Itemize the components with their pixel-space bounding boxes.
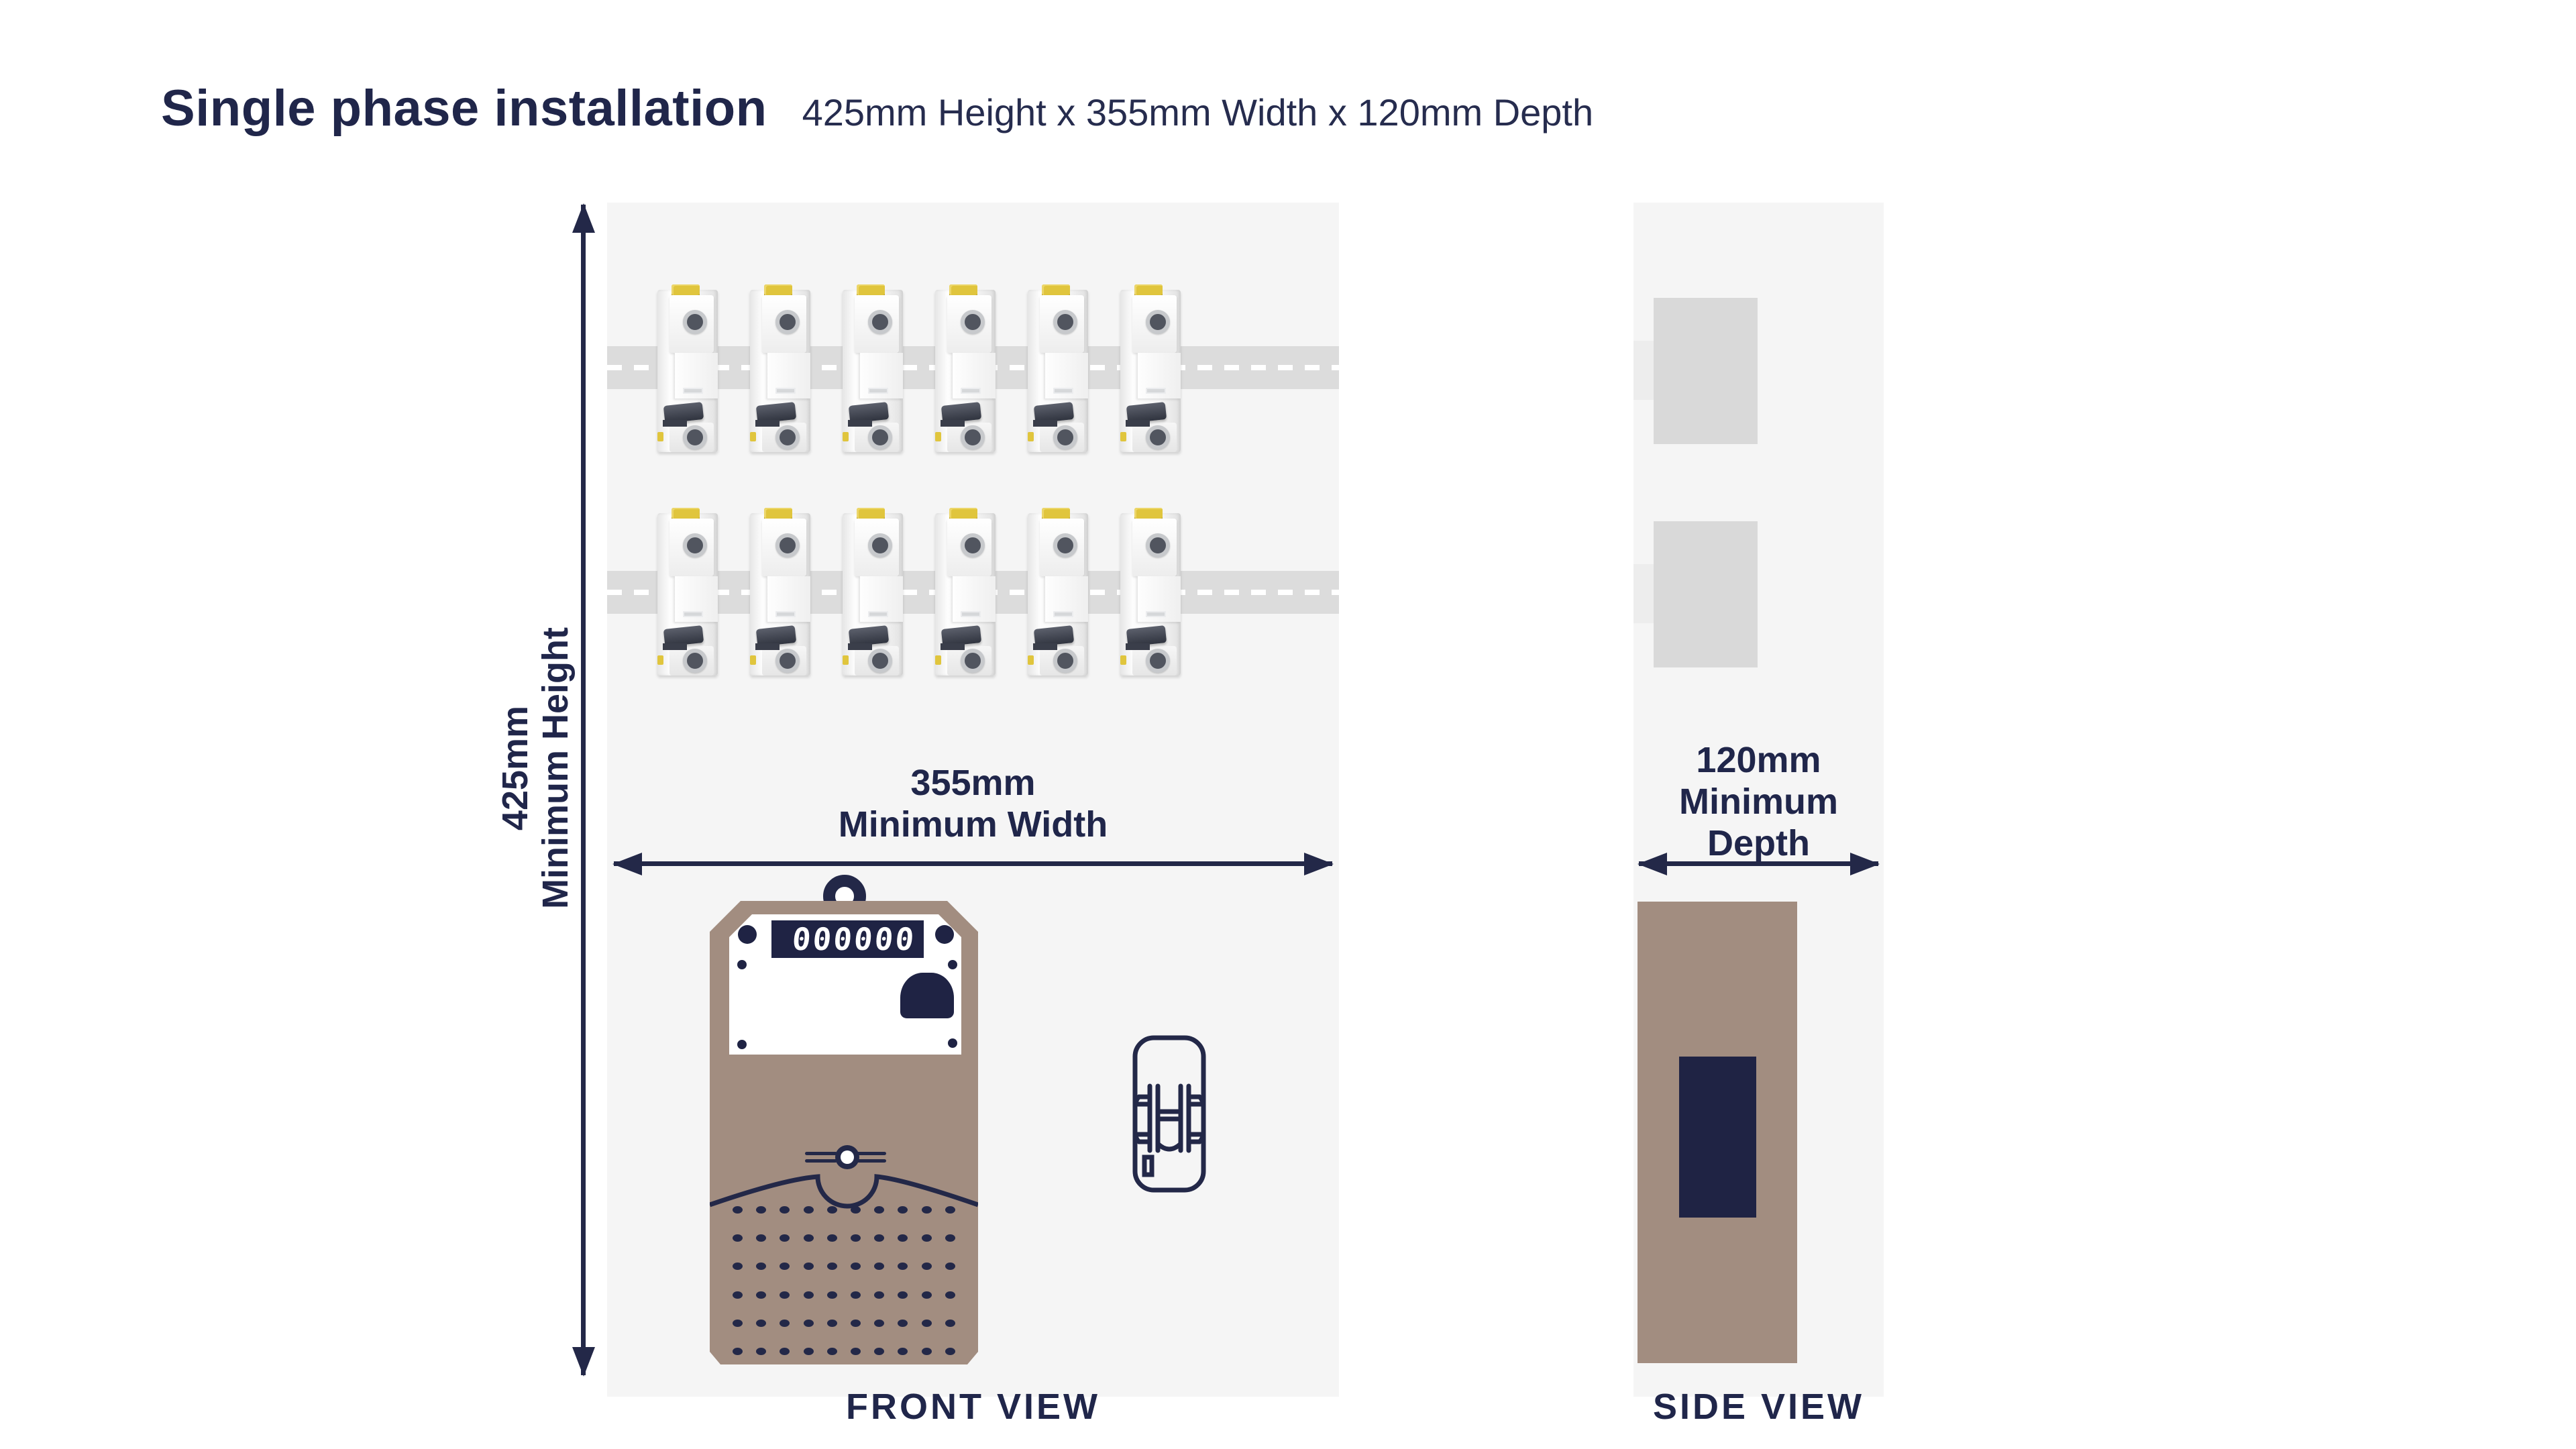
circuit-breaker: [1118, 508, 1181, 676]
width-value: 355mm: [910, 763, 1036, 803]
meter-side-block: [1638, 902, 1797, 1363]
depth-dimension-arrow: [1639, 861, 1878, 866]
circuit-breaker: [840, 508, 903, 676]
meter-seal-icon: [841, 1150, 854, 1164]
seal-wire-icon: [805, 1152, 837, 1155]
circuit-breaker: [840, 284, 903, 452]
meter-dot-icon: [948, 960, 957, 969]
meter-curve-decoration: [710, 1174, 978, 1209]
din-rail-side-icon: [1633, 564, 1654, 623]
meter-face-plate: 000000: [729, 914, 961, 1055]
meter-dot-icon: [948, 1038, 957, 1048]
electricity-meter: 000000: [710, 901, 978, 1364]
breaker-side-block: [1654, 521, 1758, 667]
depth-dimension-label: 120mm Minimum Depth: [1633, 739, 1884, 864]
width-dimension-label: 355mm Minimum Width: [607, 762, 1339, 845]
isolator-switch-icon: [1132, 1035, 1206, 1193]
circuit-breaker: [655, 284, 718, 452]
width-dimension-arrow: [614, 861, 1332, 866]
meter-side-detail-block: [1679, 1057, 1756, 1218]
front-view-panel: 000000: [607, 203, 1339, 1397]
circuit-breaker: [932, 508, 996, 676]
height-value: 425mm: [495, 705, 535, 831]
circuit-breaker: [932, 284, 996, 452]
seal-wire-icon: [854, 1159, 886, 1163]
front-view-caption: FRONT VIEW: [846, 1387, 1100, 1427]
circuit-breaker: [1025, 508, 1088, 676]
meter-reading: 000000: [790, 921, 918, 957]
height-caption: Minimum Height: [535, 627, 576, 909]
circuit-breaker: [747, 508, 810, 676]
circuit-breaker: [747, 284, 810, 452]
meter-display: 000000: [771, 920, 924, 958]
meter-button-icon: [900, 973, 954, 1018]
page-title: Single phase installation: [161, 80, 767, 137]
meter-screw-icon: [935, 925, 954, 944]
height-dimension-label: 425mm Minimum Height: [495, 366, 576, 1171]
seal-wire-icon: [805, 1159, 837, 1163]
meter-dot-icon: [737, 960, 747, 969]
meter-screw-icon: [738, 925, 757, 944]
breaker-side-block: [1654, 298, 1758, 444]
height-dimension-arrow: [581, 205, 586, 1375]
seal-wire-icon: [854, 1152, 886, 1155]
circuit-breaker: [1118, 284, 1181, 452]
meter-dot-icon: [737, 1040, 747, 1049]
dimensions-subtitle: 425mm Height x 355mm Width x 120mm Depth: [802, 91, 1594, 133]
header: Single phase installation 425mm Height x…: [161, 79, 1593, 138]
depth-value: 120mm: [1696, 740, 1821, 780]
depth-caption-line2: Depth: [1707, 823, 1810, 863]
din-rail-side-icon: [1633, 341, 1654, 400]
circuit-breaker: [1025, 284, 1088, 452]
side-view-panel: [1633, 203, 1884, 1397]
circuit-breaker: [655, 508, 718, 676]
side-view-caption: SIDE VIEW: [1652, 1387, 1865, 1427]
width-caption: Minimum Width: [838, 804, 1108, 845]
meter-vent-grid: [726, 1206, 962, 1355]
depth-caption-line1: Minimum: [1679, 782, 1838, 822]
